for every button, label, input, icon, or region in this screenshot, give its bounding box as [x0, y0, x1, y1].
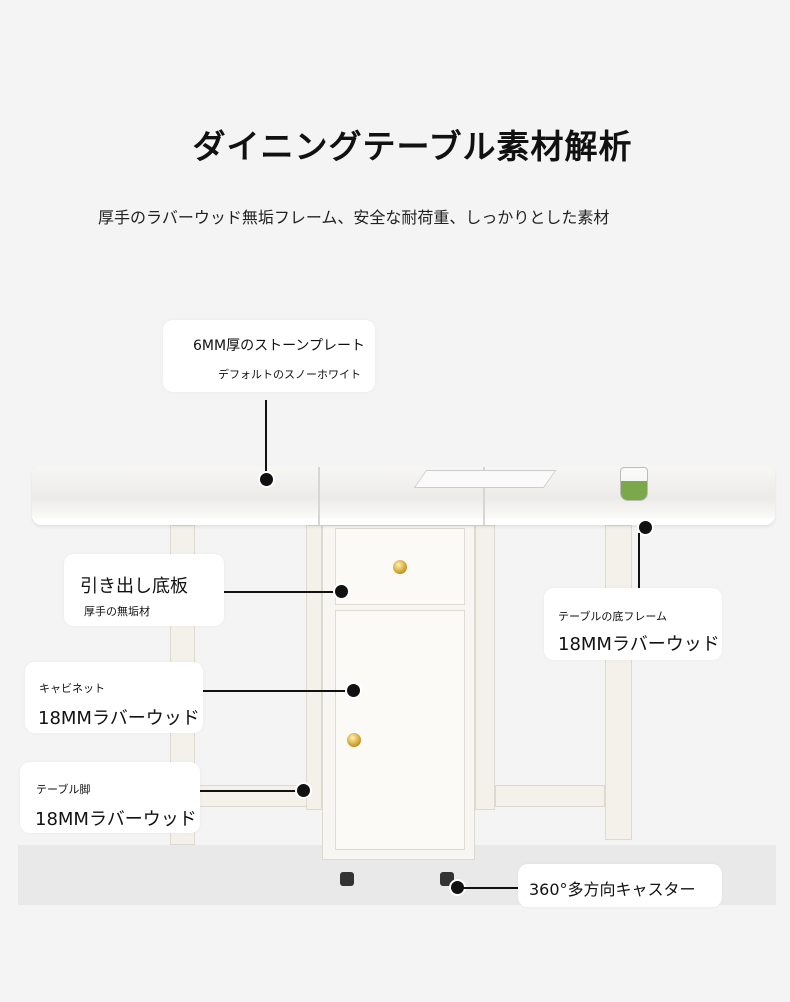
marker-dot: [345, 682, 362, 699]
caster-wheel: [340, 872, 354, 886]
subtitle: 厚手のラバーウッド無垢フレーム、安全な耐荷重、しっかりとした素材: [98, 208, 610, 227]
stone-tabletop: [32, 467, 775, 525]
inner-leg: [306, 525, 322, 810]
callout-drawer-bottom: 引き出し底板 厚手の無垢材: [64, 554, 224, 626]
leader-line: [224, 591, 340, 593]
callout-cabinet: キャビネット 18MMラバーウッド: [25, 662, 203, 733]
leader-line: [200, 790, 302, 792]
callout-top-plate: 6MM厚のストーンプレート デフォルトのスノーホワイト: [163, 320, 375, 392]
marker-dot: [258, 471, 275, 488]
right-rail: [495, 785, 605, 807]
callout-sub: テーブル脚: [36, 783, 91, 796]
marker-dot: [333, 583, 350, 600]
callout-title: 18MMラバーウッド: [558, 634, 720, 655]
callout-title: 18MMラバーウッド: [38, 708, 200, 729]
page-title: ダイニングテーブル素材解析: [192, 127, 633, 166]
leader-line: [265, 400, 267, 479]
door-knob: [347, 733, 361, 747]
callout-title: 6MM厚のストーンプレート: [193, 338, 365, 354]
leader-line: [638, 533, 640, 588]
right-frame: [475, 525, 495, 810]
callout-title: 18MMラバーウッド: [35, 809, 197, 830]
marker-dot: [295, 782, 312, 799]
callout-table-leg: テーブル脚 18MMラバーウッド: [20, 762, 200, 833]
tabletop-seam: [318, 467, 320, 525]
drawer-knob: [393, 560, 407, 574]
tabletop-seam: [483, 467, 485, 525]
callout-sub: テーブルの底フレーム: [558, 610, 668, 623]
marker-dot: [637, 519, 654, 536]
callout-title: 360°多方向キャスター: [529, 880, 696, 899]
cabinet-door: [335, 610, 465, 850]
leader-line: [203, 690, 352, 692]
callout-sub: デフォルトのスノーホワイト: [218, 368, 361, 381]
callout-caster: 360°多方向キャスター: [518, 864, 722, 907]
book: [413, 470, 557, 488]
leader-line: [460, 887, 518, 889]
callout-title: 引き出し底板: [80, 576, 188, 597]
right-leg: [605, 525, 632, 840]
callout-bottom-frame: テーブルの底フレーム 18MMラバーウッド: [544, 588, 722, 660]
callout-sub: キャビネット: [39, 682, 105, 695]
callout-sub: 厚手の無垢材: [84, 605, 150, 618]
tea-cup: [620, 467, 648, 501]
